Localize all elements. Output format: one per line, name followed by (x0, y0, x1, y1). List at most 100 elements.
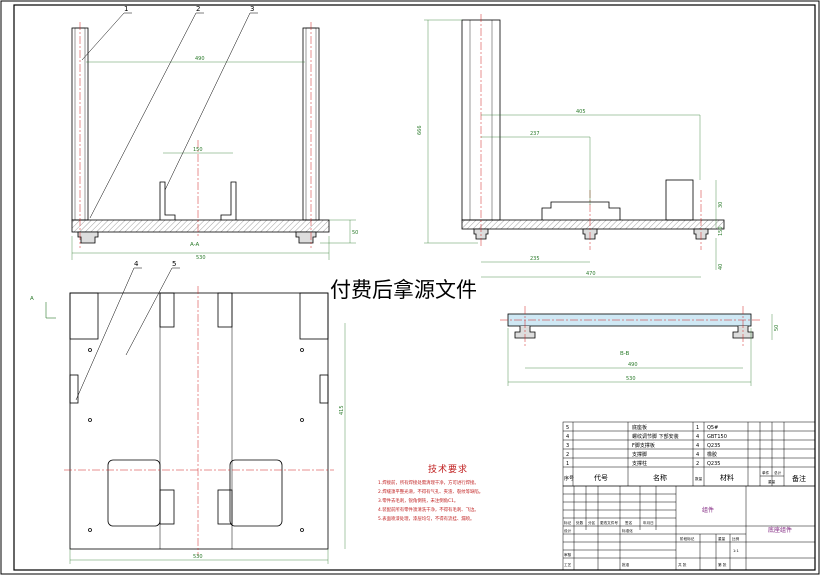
section-aa-label: A-A (190, 242, 200, 248)
note-line-2: 2.焊缝须平整光滑，不得有气孔、夹渣、裂纹等缺陷。 (378, 488, 483, 495)
view-a-marker (45, 302, 56, 319)
side-right-b-dim: 150 (718, 226, 724, 236)
side-dimensions (424, 19, 717, 278)
rev-label-zone: 分区 (588, 520, 596, 525)
bom-row-3-name: F脚支撑板 (632, 442, 655, 449)
side-right-a-dim: 30 (718, 202, 724, 208)
bom-rows: 5 底座板 1 Q5# 4 螺纹调节脚 下部安装 4 GBT150 3 F脚支撑… (566, 424, 727, 467)
plan-view (69, 292, 329, 550)
balloon-2: 2 (196, 5, 200, 13)
tb-weight: 重量 (718, 536, 726, 541)
note-line-4: 4.装配前所有零件须清洗干净，不得有毛刺、飞边。 (378, 506, 479, 513)
balloon-1: 1 (124, 5, 128, 13)
side-overall-dim: 470 (586, 271, 596, 277)
front-middle-dim: 150 (193, 147, 203, 153)
bom-row-1-name: 支撑柱 (632, 460, 647, 467)
balloon-5: 5 (172, 260, 176, 268)
balloon-3: 3 (250, 5, 254, 13)
rev-label-sign: 签名 (625, 520, 633, 525)
rev-label-count: 处数 (576, 520, 584, 525)
tb-approve: 批准 (622, 562, 630, 567)
watermark: 付费后拿源文件 (330, 278, 477, 302)
tb-review: 审核 (564, 552, 572, 557)
balloon-leaders (75, 12, 258, 401)
side-inner-dim: 237 (530, 131, 540, 137)
bom-row-3-qty: 4 (696, 443, 699, 449)
section-bb-view (507, 313, 754, 339)
tb-drawing-name: 底座组件 (768, 526, 792, 534)
rev-label-doc: 更改文件号 (600, 520, 618, 525)
plan-width-dim: 530 (193, 554, 203, 560)
bom-row-2-name: 支撑脚 (632, 451, 647, 458)
bom-row-4-qty: 4 (696, 434, 699, 440)
section-bb-centerlines (500, 306, 760, 346)
bom-row-4-name: 螺纹调节脚 下部安装 (632, 433, 679, 440)
plan-centerlines (64, 286, 334, 556)
note-line-3: 3.零件去毛刺，锐角倒钝，未注倒角C1。 (378, 497, 458, 504)
bom-header-note: 备注 (792, 474, 806, 483)
note-line-5: 5.表面喷漆处理，漆层均匀，不得有流挂、漏喷。 (378, 515, 474, 522)
bom-header-name: 名称 (653, 473, 667, 482)
side-height-dim: 666 (417, 125, 423, 135)
notes-title: 技术要求 (428, 463, 468, 475)
title-block-text: 标记 处数 分区 更改文件号 签名 年月日 设计 标准化 阶段标记 重量 比例 … (564, 506, 792, 567)
plan-height-dim: 415 (339, 405, 345, 415)
side-centerlines (480, 14, 702, 250)
tb-scale-value: 1:1 (733, 549, 739, 553)
tb-sheet: 第 张 (718, 562, 727, 567)
bom-row-1-no: 1 (566, 461, 569, 467)
balloon-4: 4 (134, 260, 139, 268)
front-centerlines (79, 22, 312, 248)
tb-stage: 阶段标记 (680, 536, 695, 541)
tb-assembly: 组件 (702, 506, 714, 514)
bom-header-material: 材料 (720, 473, 734, 482)
bom-row-3-material: Q235 (707, 443, 720, 449)
bom-header: 序号 代号 名称 数量 材料 单件 总计 重量 备注 (564, 470, 806, 484)
bom-row-5-name: 底座板 (632, 424, 647, 431)
front-dimensions (71, 61, 356, 260)
plan-dimensions (69, 323, 346, 564)
section-bb-dimensions (507, 314, 773, 386)
note-line-1: 1.焊接前，所有焊接处需清理干净，方可进行焊接。 (378, 479, 479, 486)
section-overall-dim: 530 (626, 376, 636, 382)
bom-header-total: 总计 (774, 470, 782, 475)
tb-sheets: 共 张 (678, 562, 687, 567)
bom-row-1-qty: 2 (696, 461, 699, 467)
bom-header-no: 序号 (564, 475, 574, 482)
view-a-label: A (30, 296, 34, 302)
bom-header-code: 代号 (594, 473, 608, 482)
rev-label-date: 年月日 (643, 520, 654, 525)
bom-row-4-material: GBT150 (707, 434, 727, 440)
front-overall-dim: 530 (196, 255, 206, 261)
tb-design: 设计 (564, 528, 572, 533)
bom-row-2-qty: 4 (696, 452, 699, 458)
tb-standard: 标准化 (622, 528, 633, 533)
section-bb-label: B-B (620, 351, 630, 357)
inner-border (13, 4, 816, 571)
bom-row-5-qty: 1 (696, 425, 699, 431)
bom-row-5-no: 5 (566, 425, 569, 431)
section-height-dim: 50 (774, 325, 780, 331)
bom-grid (562, 421, 816, 487)
title-block-grid (562, 485, 816, 571)
bom-header-qty: 数量 (695, 476, 703, 481)
front-height-dim: 50 (352, 230, 358, 236)
tb-process: 工艺 (564, 562, 572, 567)
front-inner-dim: 490 (195, 56, 205, 62)
rev-label-mark: 标记 (564, 520, 572, 525)
bom-row-5-material: Q5# (707, 425, 718, 431)
side-base-dim: 235 (530, 256, 540, 262)
tb-scale: 比例 (732, 536, 740, 541)
bom-header-single: 单件 (762, 470, 770, 475)
section-inner-dim: 490 (628, 362, 638, 368)
side-view (461, 19, 725, 240)
bom-row-4-no: 4 (566, 434, 569, 440)
side-right-c-dim: 40 (718, 264, 724, 270)
bom-row-2-material: 橡胶 (707, 451, 717, 458)
side-top-dim: 405 (576, 109, 586, 115)
bom-header-weight: 重量 (768, 479, 776, 484)
bom-row-1-material: Q235 (707, 461, 720, 467)
bom-row-2-no: 2 (566, 452, 569, 458)
